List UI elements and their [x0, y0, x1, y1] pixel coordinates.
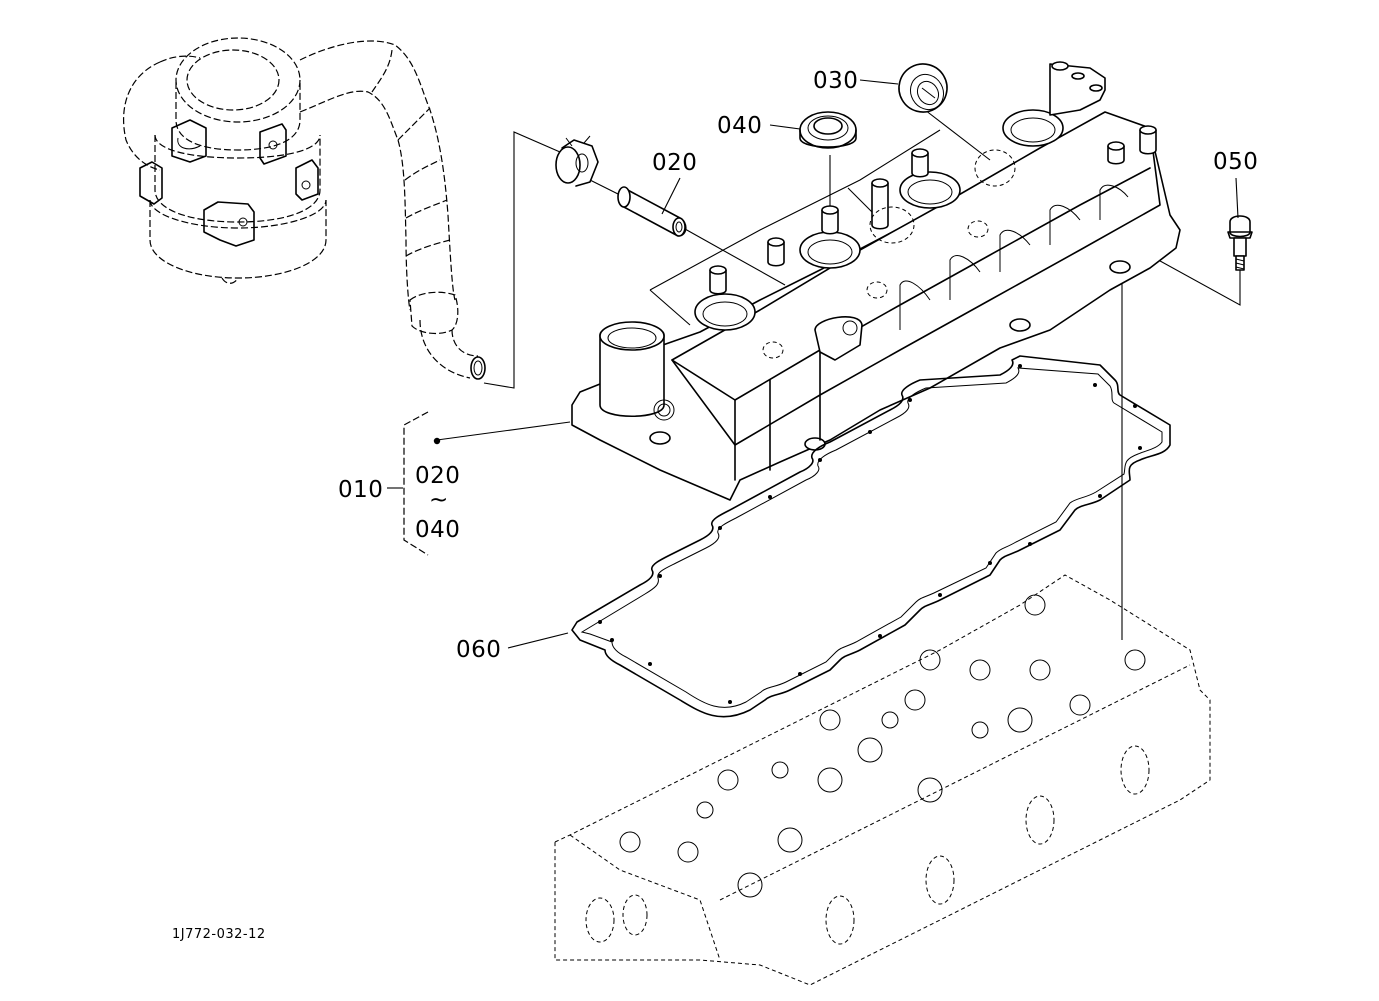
callout-060[interactable]: 060 [456, 637, 501, 663]
callout-leaders [387, 79, 1239, 649]
cylinder-head-ports [619, 594, 1146, 898]
breather-separator [123, 37, 327, 284]
callout-040[interactable]: 040 [717, 113, 762, 139]
diagram-reference-code: 1J772-032-12 [172, 927, 266, 942]
callout-050[interactable]: 050 [1213, 149, 1258, 175]
hose-clamp [555, 135, 599, 187]
part-050-bolt [1227, 215, 1253, 271]
cover-studs [709, 61, 1157, 295]
breather-hose [299, 40, 486, 380]
callout-labels: 030 040 020 050 010 020 ~ 040 060 1J772-… [172, 68, 1258, 942]
bracket-range-from: 020 [415, 463, 460, 489]
part-030-seal-cap [898, 63, 948, 113]
callout-010[interactable]: 010 [338, 477, 383, 503]
gasket-bolt-holes [598, 364, 1142, 704]
callout-020[interactable]: 020 [652, 150, 697, 176]
cylinder-head [554, 574, 1211, 986]
cover-ribs [899, 184, 1129, 330]
part-010-head-cover [571, 61, 1181, 501]
part-040-oil-seal [799, 111, 857, 149]
part-020-pipe [617, 186, 687, 237]
callout-030[interactable]: 030 [813, 68, 858, 94]
bracket-range-to: 040 [415, 517, 460, 543]
part-060-gasket [571, 355, 1171, 718]
bracket-range-symbol: ~ [429, 487, 449, 513]
